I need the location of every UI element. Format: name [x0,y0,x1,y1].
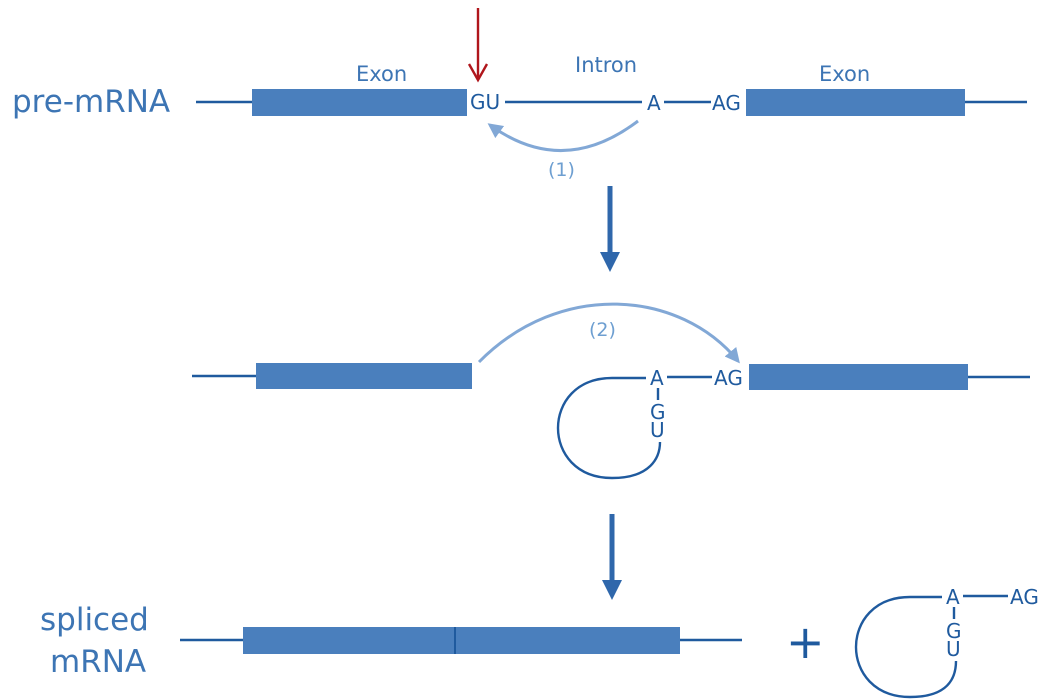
intermediate-row: (2) A AG G U [192,302,1030,480]
spliced-row: spliced mRNA + A AG G U [40,585,1039,699]
gu-5prime-site: GU [470,90,500,114]
spliced-label-line1: spliced [40,602,149,638]
intermediate-exon-right [749,364,968,390]
excised-lariat-loop [854,595,958,699]
lariat-u: U [650,418,665,442]
plus-sign: + [786,615,825,669]
lariat-ag-site: AG [714,366,743,390]
cut-site-arrowhead-icon [467,63,489,83]
exon-left-label: Exon [356,62,407,86]
pre-mrna-exon-right [746,89,965,116]
lariat-g: G [650,400,666,424]
step2-arc-arrow-icon [477,302,740,364]
excised-g: G [946,619,962,643]
pre-mrna-row: pre-mRNA Exon GU Intron A AG Exon (1) [12,8,1027,181]
lariat-loop [556,376,662,480]
pre-mrna-exon-left [252,89,467,116]
excised-ag: AG [1010,585,1039,609]
spliced-label-line2: mRNA [50,644,146,680]
intron-label: Intron [575,53,637,77]
spliced-joined-exons [243,627,680,654]
step1-label: (1) [548,159,575,181]
ag-3prime-site: AG [712,91,741,115]
step1-arc-arrow-icon [487,119,639,152]
excised-branch-a: A [946,585,960,609]
lariat-branch-a: A [650,366,664,390]
intermediate-exon-left [256,363,472,389]
branch-point-a: A [647,91,661,115]
pre-mrna-label: pre-mRNA [12,84,170,120]
exon-right-label: Exon [819,62,870,86]
excised-u: U [946,637,961,661]
step2-label: (2) [589,319,616,341]
